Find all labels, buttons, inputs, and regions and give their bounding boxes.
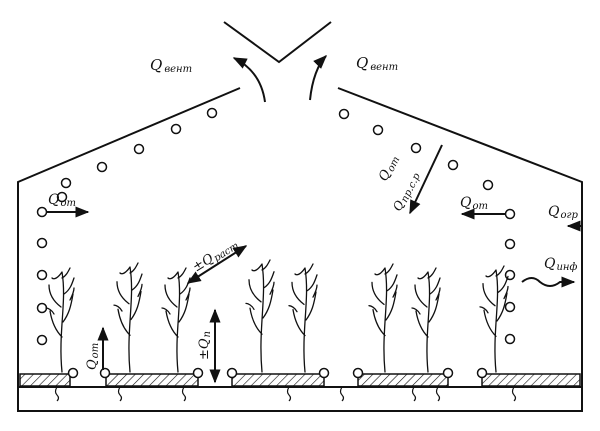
left-wall-and-roof	[17, 87, 583, 412]
label-q-p: ±Qп	[197, 331, 213, 360]
heating-pipe-icon	[226, 367, 238, 379]
plant-icon	[45, 267, 75, 373]
floor-drain-marks	[54, 386, 517, 402]
heating-pipe-icon	[318, 367, 330, 379]
label-q-ogr: Qогр	[548, 204, 579, 221]
heating-pipe-icon	[36, 237, 48, 249]
heating-pipe-icon	[56, 191, 68, 203]
arrow-q-inf	[521, 276, 576, 288]
heating-pipe-icon	[36, 269, 48, 281]
plant-icon	[161, 267, 191, 373]
heating-pipe-icon	[36, 334, 48, 346]
drain-mark	[339, 386, 345, 402]
drain-mark	[117, 386, 123, 402]
heating-pipe-icon	[504, 208, 516, 220]
heating-pipe-icon	[504, 301, 516, 313]
label-q-ot-left: Qот	[48, 192, 76, 209]
drain-mark	[286, 386, 292, 402]
slab-segment	[231, 373, 325, 387]
slab-segment	[105, 373, 199, 387]
greenhouse-outline	[17, 21, 583, 412]
arrow-q-rast	[186, 245, 248, 284]
drain-mark	[54, 386, 60, 402]
label-q-prs: Qпр.с.р	[390, 169, 423, 214]
arrow-q-prs	[409, 144, 443, 215]
plants	[45, 259, 509, 373]
heating-pipe-icon	[372, 124, 384, 136]
heating-pipe-icon	[99, 367, 111, 379]
plant-icon	[411, 267, 441, 373]
heating-pipe-icon	[476, 367, 488, 379]
heating-pipe-icon	[67, 367, 79, 379]
vent-arrow-left	[232, 57, 266, 103]
drain-mark	[511, 386, 517, 402]
heating-pipe-icon	[482, 179, 494, 191]
vent-arrow-right	[309, 55, 327, 101]
heating-pipes	[36, 107, 516, 379]
vent-flap	[223, 21, 332, 64]
drain-mark	[435, 386, 441, 402]
floor-slabs	[19, 373, 581, 387]
heating-pipe-icon	[504, 333, 516, 345]
heating-pipe-icon	[60, 177, 72, 189]
drain-mark	[181, 386, 187, 402]
label-q-inf: Qинф	[544, 256, 578, 273]
plant-icon	[113, 262, 143, 373]
label-q-ot-right: Qот	[460, 195, 488, 212]
heating-pipe-icon	[410, 142, 422, 154]
label-q-ot-floor: Qот	[85, 343, 101, 370]
slab-segment	[19, 373, 71, 387]
heating-pipe-icon	[170, 123, 182, 135]
heat-flow-arrows	[46, 55, 582, 384]
heating-pipe-icon	[338, 108, 350, 120]
heating-pipe-icon	[352, 367, 364, 379]
heating-pipe-icon	[192, 367, 204, 379]
heating-pipe-icon	[206, 107, 218, 119]
plant-icon	[368, 263, 398, 373]
plant-icon	[479, 265, 509, 373]
drain-mark	[411, 386, 417, 402]
plant-icon	[288, 263, 318, 373]
heating-pipe-icon	[133, 143, 145, 155]
heating-pipe-icon	[36, 302, 48, 314]
heating-pipe-icon	[36, 206, 48, 218]
heating-pipe-icon	[96, 161, 108, 173]
label-q-rast: ±Qраст	[190, 236, 241, 276]
plant-icon	[245, 259, 275, 373]
heating-pipe-icon	[504, 238, 516, 250]
slab-segment	[481, 373, 581, 387]
label-q-ot-roof: Qот	[376, 153, 402, 184]
slab-segment	[357, 373, 449, 387]
heating-pipe-icon	[442, 367, 454, 379]
heating-pipe-icon	[447, 159, 459, 171]
